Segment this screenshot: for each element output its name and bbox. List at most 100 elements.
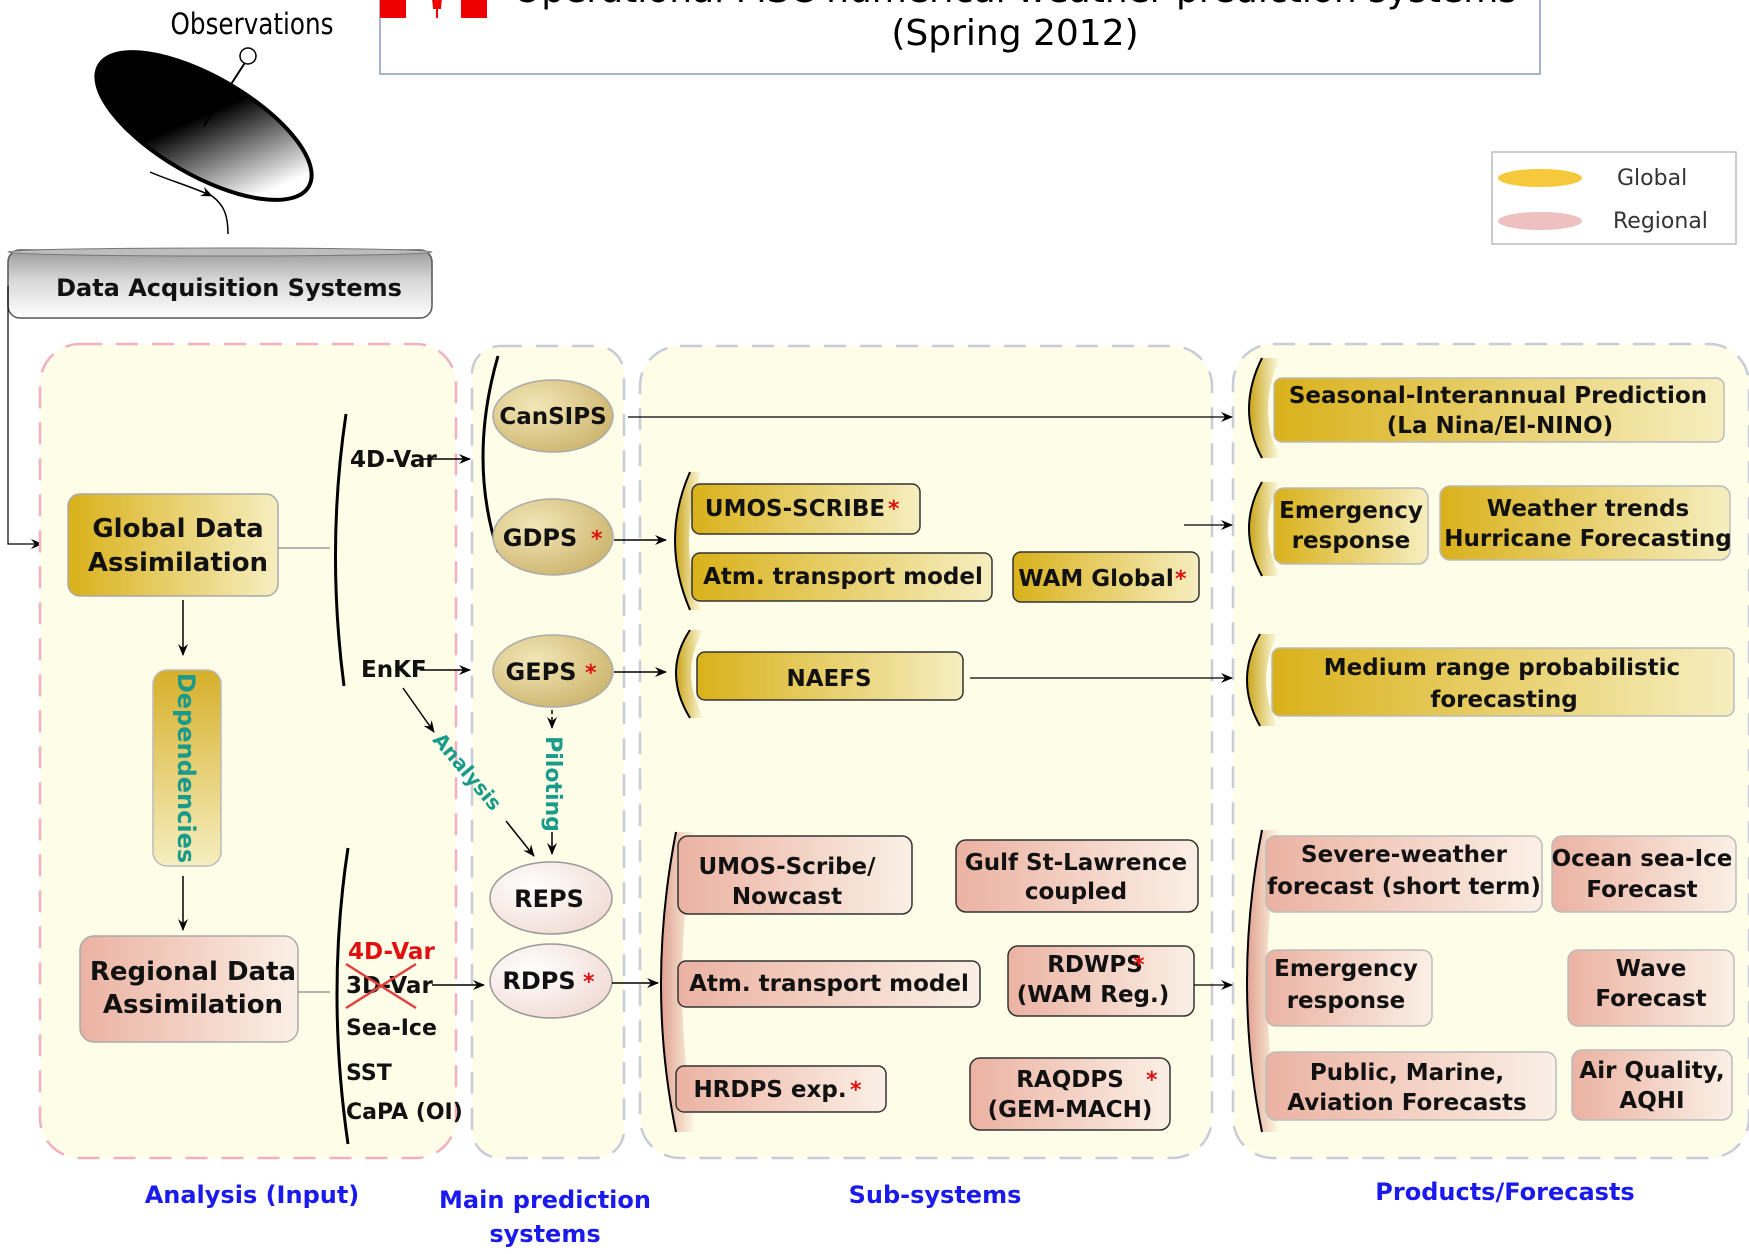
weather-trends-box: Weather trends Hurricane Forecasting: [1439, 485, 1732, 561]
wam-global-box: WAM Global *: [1012, 551, 1200, 603]
legend-global-swatch: [1498, 169, 1582, 187]
gdps-label: GDPS: [503, 524, 578, 552]
method-4dvar-regional-new: 4D-Var: [348, 939, 435, 965]
raqdps-line-2: (GEM-MACH): [988, 1097, 1153, 1123]
naefs-box: NAEFS: [696, 651, 964, 701]
rdwps-star: *: [1133, 953, 1145, 978]
global-da-line-2: Assimilation: [88, 548, 268, 578]
subsystem-brace-gdps: [674, 471, 702, 611]
hrdps-star: *: [850, 1078, 862, 1103]
atm-transport-global-box: Atm. transport model: [691, 552, 993, 602]
rdps-label: RDPS: [502, 967, 575, 995]
naefs-label: NAEFS: [786, 666, 871, 692]
umos-scribe-box: UMOS-SCRIBE *: [691, 483, 921, 535]
air-quality-line-1: Air Quality,: [1579, 1058, 1724, 1084]
geps-star: *: [585, 661, 597, 686]
medium-range-box: Medium range probabilistic forecasting: [1271, 647, 1735, 717]
method-sea-ice: Sea-Ice: [346, 1016, 437, 1041]
rdwps-box: RDWPS * (WAM Reg.): [1007, 945, 1195, 1017]
umos-scribe-label: UMOS-SCRIBE: [705, 496, 885, 522]
raqdps-star: *: [1146, 1068, 1158, 1093]
air-quality-box: Air Quality, AQHI: [1571, 1049, 1733, 1121]
section-label-products: Products/Forecasts: [1375, 1178, 1634, 1206]
cansips-node: CanSIPS: [492, 379, 614, 453]
severe-line-1: Severe-weather: [1301, 842, 1508, 868]
products-brace-medium: [1246, 633, 1278, 727]
data-acquisition-systems: Data Acquisition Systems: [7, 247, 433, 319]
satellite-dish-icon: [94, 47, 314, 235]
air-quality-line-2: AQHI: [1619, 1088, 1684, 1114]
gdps-node: GDPS *: [492, 498, 614, 576]
piloting-label: Piloting: [540, 736, 565, 832]
legend-regional-label: Regional: [1613, 209, 1708, 234]
regional-data-assimilation: Regional Data Assimilation: [79, 935, 299, 1043]
products-brace-global: [1248, 481, 1280, 577]
umos-scribe-star: *: [888, 497, 900, 522]
umos-nowcast-line-1: UMOS-Scribe/: [698, 854, 876, 880]
method-enkf: EnKF: [361, 657, 427, 683]
umos-nowcast-line-2: Nowcast: [732, 884, 842, 910]
gulf-line-2: coupled: [1025, 879, 1127, 905]
ocean-ice-line-2: Forecast: [1586, 877, 1697, 903]
products-brace-regional: [1246, 829, 1280, 1133]
emergency-global-line-1: Emergency: [1279, 498, 1423, 524]
severe-line-2: forecast (short term): [1267, 874, 1541, 900]
method-3dvar-regional-old: 3D-Var: [346, 973, 433, 999]
global-methods-brace: [333, 413, 348, 687]
wam-global-star: *: [1175, 567, 1187, 592]
umos-nowcast-box: UMOS-Scribe/ Nowcast: [677, 835, 913, 915]
regional-da-line-2: Assimilation: [103, 990, 283, 1020]
method-sst: SST: [346, 1061, 392, 1086]
main-brace: [481, 355, 500, 553]
wam-global-label: WAM Global: [1018, 566, 1173, 592]
emergency-regional-line-1: Emergency: [1274, 956, 1418, 982]
legend: Global Regional: [1491, 151, 1737, 245]
legend-regional-swatch: [1498, 212, 1582, 230]
regional-da-line-1: Regional Data: [90, 957, 296, 987]
dependencies-box: Dependencies: [152, 669, 222, 867]
wave-line-2: Forecast: [1595, 986, 1706, 1012]
medium-range-line-2: forecasting: [1430, 687, 1577, 713]
reps-node: REPS: [489, 861, 613, 935]
panel-sub: [638, 344, 1214, 1160]
gdps-star: *: [591, 527, 603, 552]
products-brace-seasonal: [1248, 357, 1280, 459]
rdwps-line-1: RDWPS: [1047, 952, 1143, 978]
panel-products: [1231, 342, 1749, 1160]
rdps-node: RDPS *: [489, 943, 613, 1019]
severe-weather-box: Severe-weather forecast (short term): [1265, 835, 1543, 913]
seasonal-line-1: Seasonal-Interannual Prediction: [1289, 383, 1707, 409]
wave-forecast-box: Wave Forecast: [1567, 949, 1735, 1027]
canada-flag-icon: [380, 0, 487, 18]
section-label-sub: Sub-systems: [849, 1181, 1022, 1209]
legend-global-label: Global: [1617, 166, 1687, 191]
public-marine-aviation-box: Public, Marine, Aviation Forecasts: [1265, 1051, 1557, 1121]
weather-trends-line-2: Hurricane Forecasting: [1444, 526, 1731, 552]
title-box: Operational MSC numerical weather predic…: [379, 0, 1541, 75]
subsystem-brace-geps: [675, 629, 704, 719]
method-capa: CaPA (OI): [346, 1100, 463, 1125]
rdwps-line-2: (WAM Reg.): [1017, 982, 1170, 1008]
title-line-1: Operational MSC numerical weather predic…: [513, 0, 1517, 11]
reps-label: REPS: [514, 885, 584, 913]
seasonal-prediction-box: Seasonal-Interannual Prediction (La Nina…: [1273, 377, 1725, 443]
hrdps-label: HRDPS exp.: [693, 1077, 846, 1103]
cansips-label: CanSIPS: [499, 404, 606, 430]
global-da-line-1: Global Data: [92, 514, 263, 544]
atm-transport-regional-label: Atm. transport model: [689, 971, 969, 997]
title-line-2: (Spring 2012): [891, 13, 1138, 54]
wave-line-1: Wave: [1616, 956, 1687, 982]
atm-transport-global-label: Atm. transport model: [703, 564, 983, 590]
emergency-response-regional-box: Emergency response: [1265, 949, 1433, 1027]
public-line-2: Aviation Forecasts: [1287, 1090, 1527, 1116]
regional-methods-brace: [335, 847, 350, 1145]
raqdps-line-1: RAQDPS: [1016, 1067, 1124, 1093]
atm-transport-regional-box: Atm. transport model: [677, 960, 981, 1008]
geps-label: GEPS: [506, 658, 577, 686]
public-line-1: Public, Marine,: [1310, 1060, 1504, 1086]
global-data-assimilation: Global Data Assimilation: [67, 493, 279, 597]
observations-label: Observations: [171, 8, 334, 41]
emergency-global-line-2: response: [1292, 528, 1411, 554]
geps-node: GEPS *: [492, 634, 614, 708]
